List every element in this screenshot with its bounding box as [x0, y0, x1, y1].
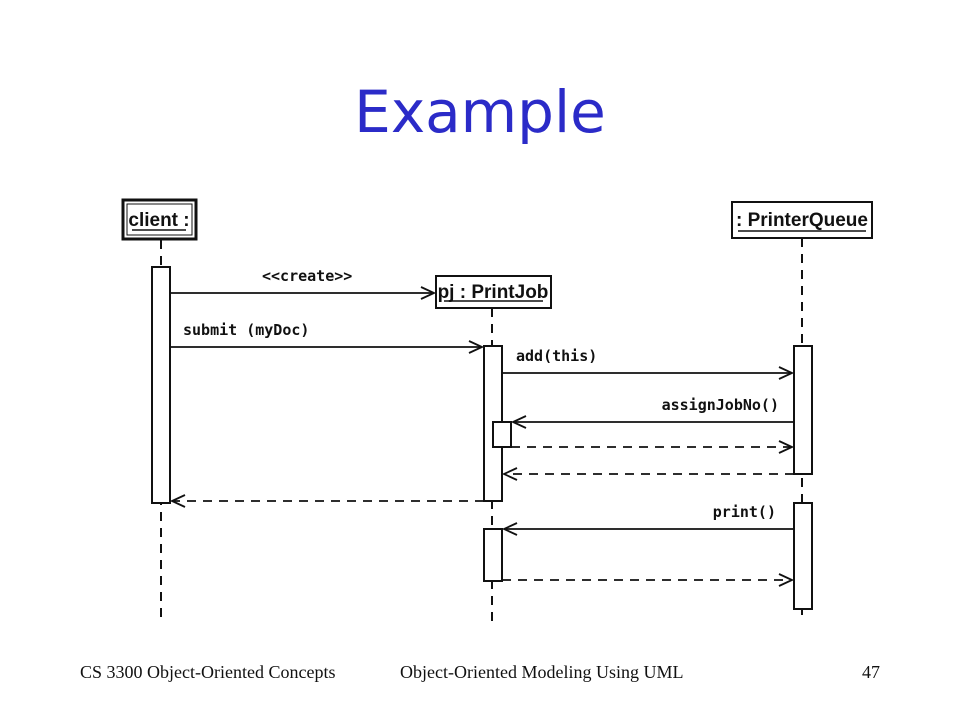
print-arrowhead [501, 522, 518, 536]
submit-message-label: submit (myDoc) [183, 321, 309, 339]
submit-arrowhead [468, 340, 485, 354]
sequence-diagram: client : pj : PrintJob : PrinterQueue [121, 198, 873, 622]
printjob-object: pj : PrintJob [435, 275, 552, 309]
print-return-arrowhead [778, 573, 795, 587]
printerqueue-object-label: : PrinterQueue [736, 210, 868, 231]
client-object-label: client : [128, 210, 189, 231]
printjob-activation-2 [483, 528, 503, 582]
assignjobno-return-arrowhead [778, 440, 795, 454]
assignjobno-arrowhead [510, 415, 527, 429]
slide-title: Example [354, 78, 606, 146]
create-arrowhead [420, 286, 437, 300]
printerqueue-object: : PrinterQueue [731, 201, 873, 239]
add-arrowhead [778, 366, 795, 380]
print-message-label: print() [713, 503, 776, 521]
client-object: client : [121, 198, 198, 241]
page-number: 47 [862, 662, 880, 682]
printerqueue-activation-1 [793, 345, 813, 475]
footer-course: CS 3300 Object-Oriented Concepts [80, 662, 336, 682]
add-message-label: add(this) [516, 347, 597, 365]
footer-topic: Object-Oriented Modeling Using UML [400, 662, 684, 682]
assignjobno-message-label: assignJobNo() [662, 396, 779, 414]
client-activation [151, 266, 171, 504]
printjob-object-label: pj : PrintJob [438, 282, 549, 303]
add-return-arrowhead [501, 467, 518, 481]
create-message-label: <<create>> [262, 267, 352, 285]
submit-return-arrowhead [169, 494, 186, 508]
printerqueue-activation-2 [793, 502, 813, 610]
printjob-nested-activation [492, 421, 512, 448]
